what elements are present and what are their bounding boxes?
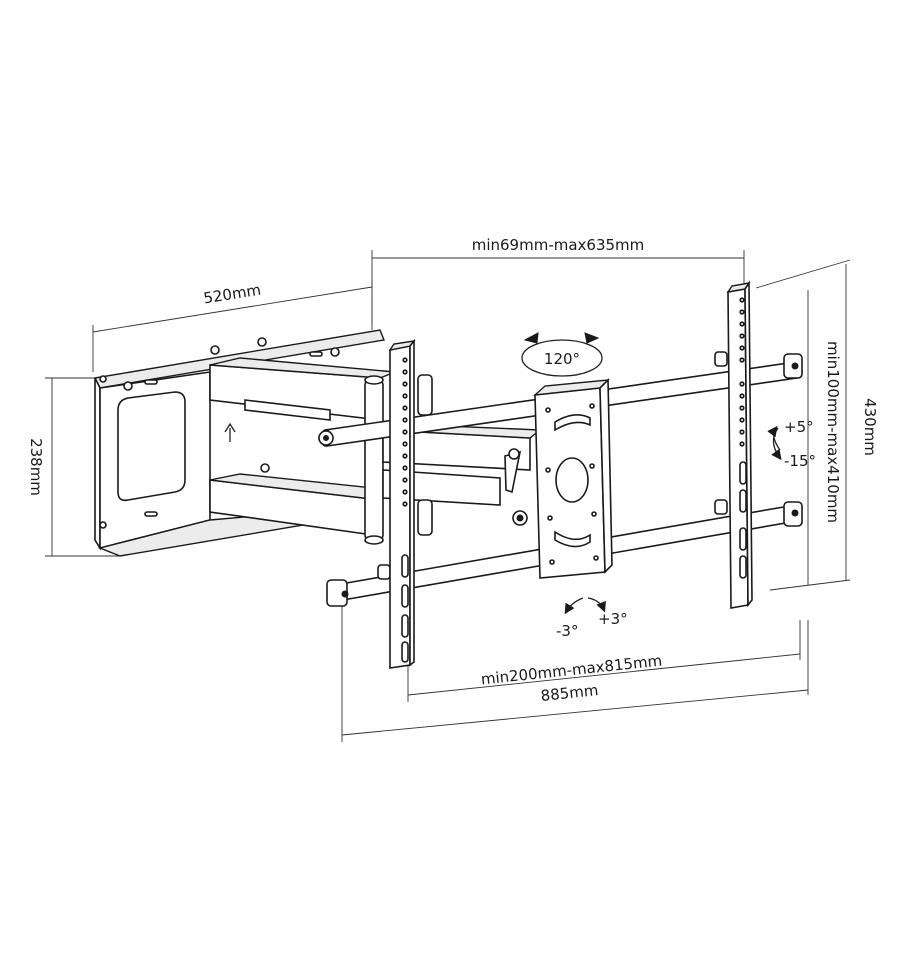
dimension-profile: min69mm-max635mm — [371, 236, 745, 330]
right-vertical-bracket — [726, 280, 753, 609]
swivel-angle-label: 120° — [544, 350, 580, 368]
rotate-arrow-icon — [564, 597, 606, 615]
rotation-annotation: -3° +3° — [556, 597, 628, 640]
left-vertical-bracket — [388, 338, 416, 669]
center-tilt-plate — [532, 378, 613, 579]
dim-238-label: 238mm — [27, 438, 45, 496]
rotate-right-label: +3° — [598, 610, 628, 628]
right-bracket-holes — [739, 297, 745, 447]
up-arrow-icon — [224, 422, 236, 442]
swing-arms — [209, 357, 542, 545]
swivel-arrow-icon — [523, 332, 600, 344]
left-bracket-holes — [402, 357, 408, 507]
dim-885-label: 885mm — [540, 681, 599, 705]
dim-430-label: 430mm — [861, 398, 879, 456]
dim-vertical-label: min100mm-max410mm — [824, 341, 842, 523]
rotate-left-label: -3° — [556, 622, 578, 640]
tilt-up-label: +5° — [784, 418, 814, 436]
dimension-238: 238mm — [27, 377, 120, 557]
dim-520-label: 520mm — [202, 281, 262, 308]
dim-profile-label: min69mm-max635mm — [472, 236, 645, 254]
tilt-arrow-icon — [767, 425, 782, 461]
dimension-430: 430mm — [755, 259, 879, 591]
tilt-annotation: +5° -15° — [767, 418, 816, 470]
dimension-vertical-spacing: min100mm-max410mm — [807, 290, 842, 585]
tilt-down-label: -15° — [784, 452, 816, 470]
swivel-annotation: 120° — [521, 332, 603, 377]
dimension-885: 885mm — [341, 605, 809, 742]
